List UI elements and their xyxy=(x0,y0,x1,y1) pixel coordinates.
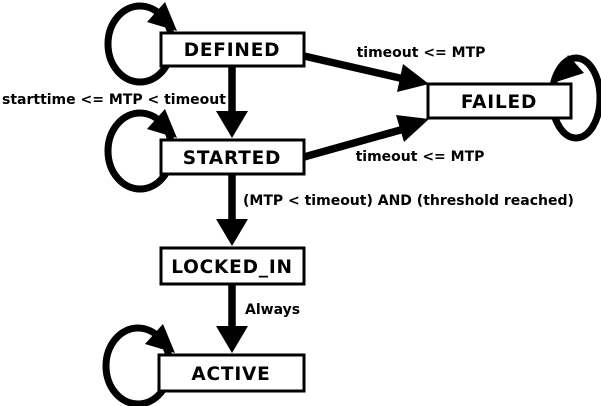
state-defined: DEFINED xyxy=(159,31,306,68)
state-locked-in: LOCKED_IN xyxy=(159,246,306,286)
state-started: STARTED xyxy=(159,138,306,176)
state-active-label: ACTIVE xyxy=(191,364,270,385)
state-started-label: STARTED xyxy=(183,148,281,169)
state-failed: FAILED xyxy=(426,82,573,120)
edge-started-to-failed xyxy=(302,115,429,161)
state-locked-in-label: LOCKED_IN xyxy=(171,257,293,278)
edge-label-started-locked-in: (MTP < timeout) AND (threshold reached) xyxy=(243,193,574,209)
edge-defined-to-failed xyxy=(303,52,429,92)
state-failed-label: FAILED xyxy=(461,92,537,113)
edge-locked-in-to-active xyxy=(216,284,248,353)
state-active: ACTIVE xyxy=(157,353,306,393)
edge-started-to-locked-in xyxy=(216,174,248,246)
edge-label-defined-failed: timeout <= MTP xyxy=(357,45,486,61)
edge-label-started-failed: timeout <= MTP xyxy=(356,149,485,165)
edge-label-defined-started: starttime <= MTP < timeout xyxy=(2,92,226,108)
self-loop-active-arrowhead-icon xyxy=(145,324,175,353)
self-loop-started-arrowhead-icon xyxy=(147,109,177,138)
self-loop-defined-arrowhead-icon xyxy=(147,2,177,31)
self-loop-failed-arrowhead-icon xyxy=(556,55,584,82)
edge-defined-to-started xyxy=(216,66,248,138)
state-defined-label: DEFINED xyxy=(184,40,281,61)
edge-label-locked-in-active: Always xyxy=(245,302,300,318)
